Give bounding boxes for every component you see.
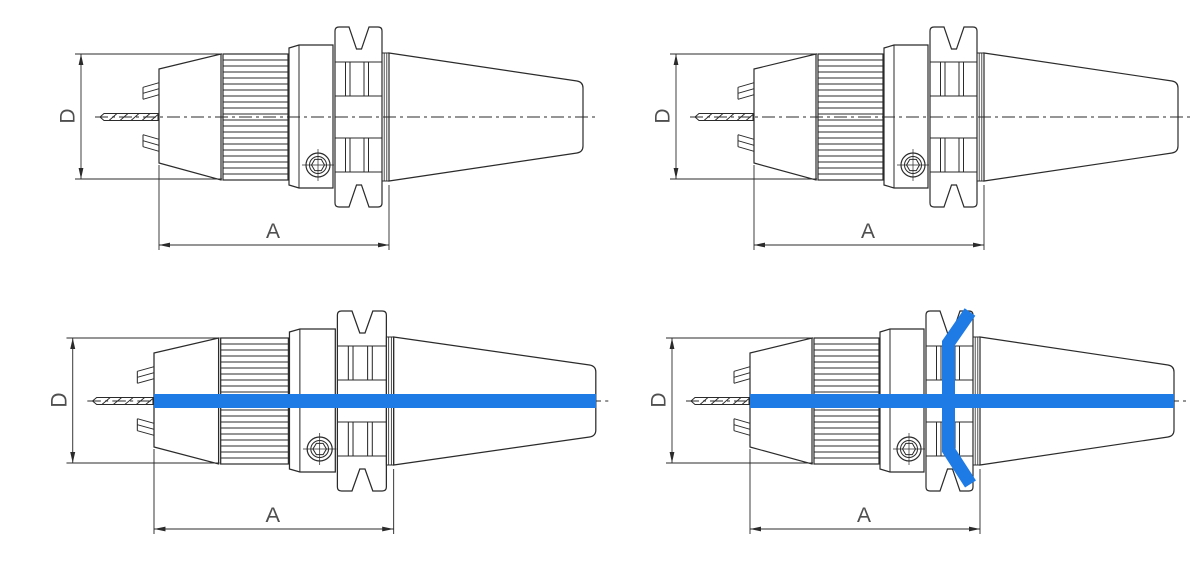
highlight-centerline-band-bottom-left [154, 394, 596, 408]
drawing-top-right [650, 26, 1194, 251]
highlight-centerline-band-bottom-right [750, 394, 1174, 408]
drawing-bottom-right [646, 310, 1190, 535]
blue-highlights [154, 308, 1174, 488]
highlight-flange-groove-bottom-right [942, 308, 976, 488]
drawing-bottom-left [46, 310, 613, 535]
drawing-top-left [55, 26, 599, 251]
